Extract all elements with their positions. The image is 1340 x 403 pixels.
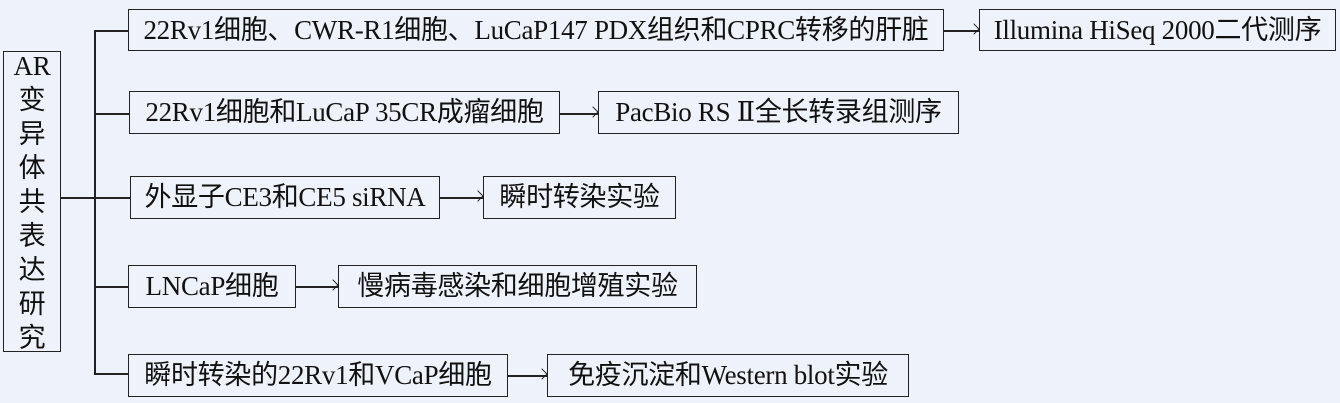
arrow-icon: [944, 30, 979, 32]
trunk-connector: [94, 30, 96, 374]
root-label-char: 变: [18, 84, 46, 115]
target-node-label: 免疫沉淀和Western blot实验: [568, 360, 888, 390]
source-node-label: 22Rv1细胞和LuCaP 35CR成瘤细胞: [145, 97, 544, 127]
source-node-2: 22Rv1细胞和LuCaP 35CR成瘤细胞: [129, 91, 560, 134]
branch-connector-3: [94, 197, 130, 199]
target-node-label: 慢病毒感染和细胞增殖实验: [357, 271, 678, 301]
branch-connector-5: [94, 373, 128, 375]
source-node-1: 22Rv1细胞、CWR-R1细胞、LuCaP147 PDX组织和CPRC转移的肝…: [128, 9, 944, 51]
source-node-label: 外显子CE3和CE5 siRNA: [144, 182, 426, 212]
source-node-5: 瞬时转染的22Rv1和VCaP细胞: [128, 354, 508, 397]
root-label-char: 研: [18, 288, 46, 319]
source-node-4: LNCaP细胞: [128, 265, 296, 308]
branch-connector-1: [94, 30, 128, 32]
target-node-label: 瞬时转染实验: [499, 182, 660, 212]
branch-connector-2: [94, 113, 129, 115]
root-label-char: 异: [18, 118, 46, 149]
target-node-5: 免疫沉淀和Western blot实验: [547, 354, 909, 397]
target-node-label: PacBio RS Ⅱ全长转录组测序: [615, 97, 942, 127]
arrow-icon: [440, 197, 483, 199]
root-label-char: 体: [18, 152, 46, 183]
root-label-char: AR: [13, 50, 51, 81]
arrow-icon: [560, 113, 598, 115]
source-node-label: LNCaP细胞: [145, 271, 279, 301]
target-node-2: PacBio RS Ⅱ全长转录组测序: [598, 91, 959, 134]
target-node-3: 瞬时转染实验: [483, 176, 676, 219]
branch-connector-4: [94, 286, 128, 288]
arrow-icon: [296, 286, 338, 288]
root-label-char: 达: [18, 254, 46, 285]
source-node-label: 22Rv1细胞、CWR-R1细胞、LuCaP147 PDX组织和CPRC转移的肝…: [143, 14, 929, 45]
root-label-char: 共: [18, 186, 46, 217]
target-node-label: Illumina HiSeq 2000二代测序: [993, 14, 1322, 45]
arrow-icon: [508, 375, 547, 377]
target-node-4: 慢病毒感染和细胞增殖实验: [338, 265, 697, 308]
root-node: AR 变 异 体 共 表 达 研 究: [3, 50, 61, 353]
target-node-1: Illumina HiSeq 2000二代测序: [979, 9, 1336, 51]
root-label-char: 究: [18, 322, 46, 353]
root-connector: [61, 197, 95, 199]
root-label-char: 表: [18, 220, 46, 251]
source-node-3: 外显子CE3和CE5 siRNA: [130, 176, 440, 219]
source-node-label: 瞬时转染的22Rv1和VCaP细胞: [144, 360, 492, 390]
